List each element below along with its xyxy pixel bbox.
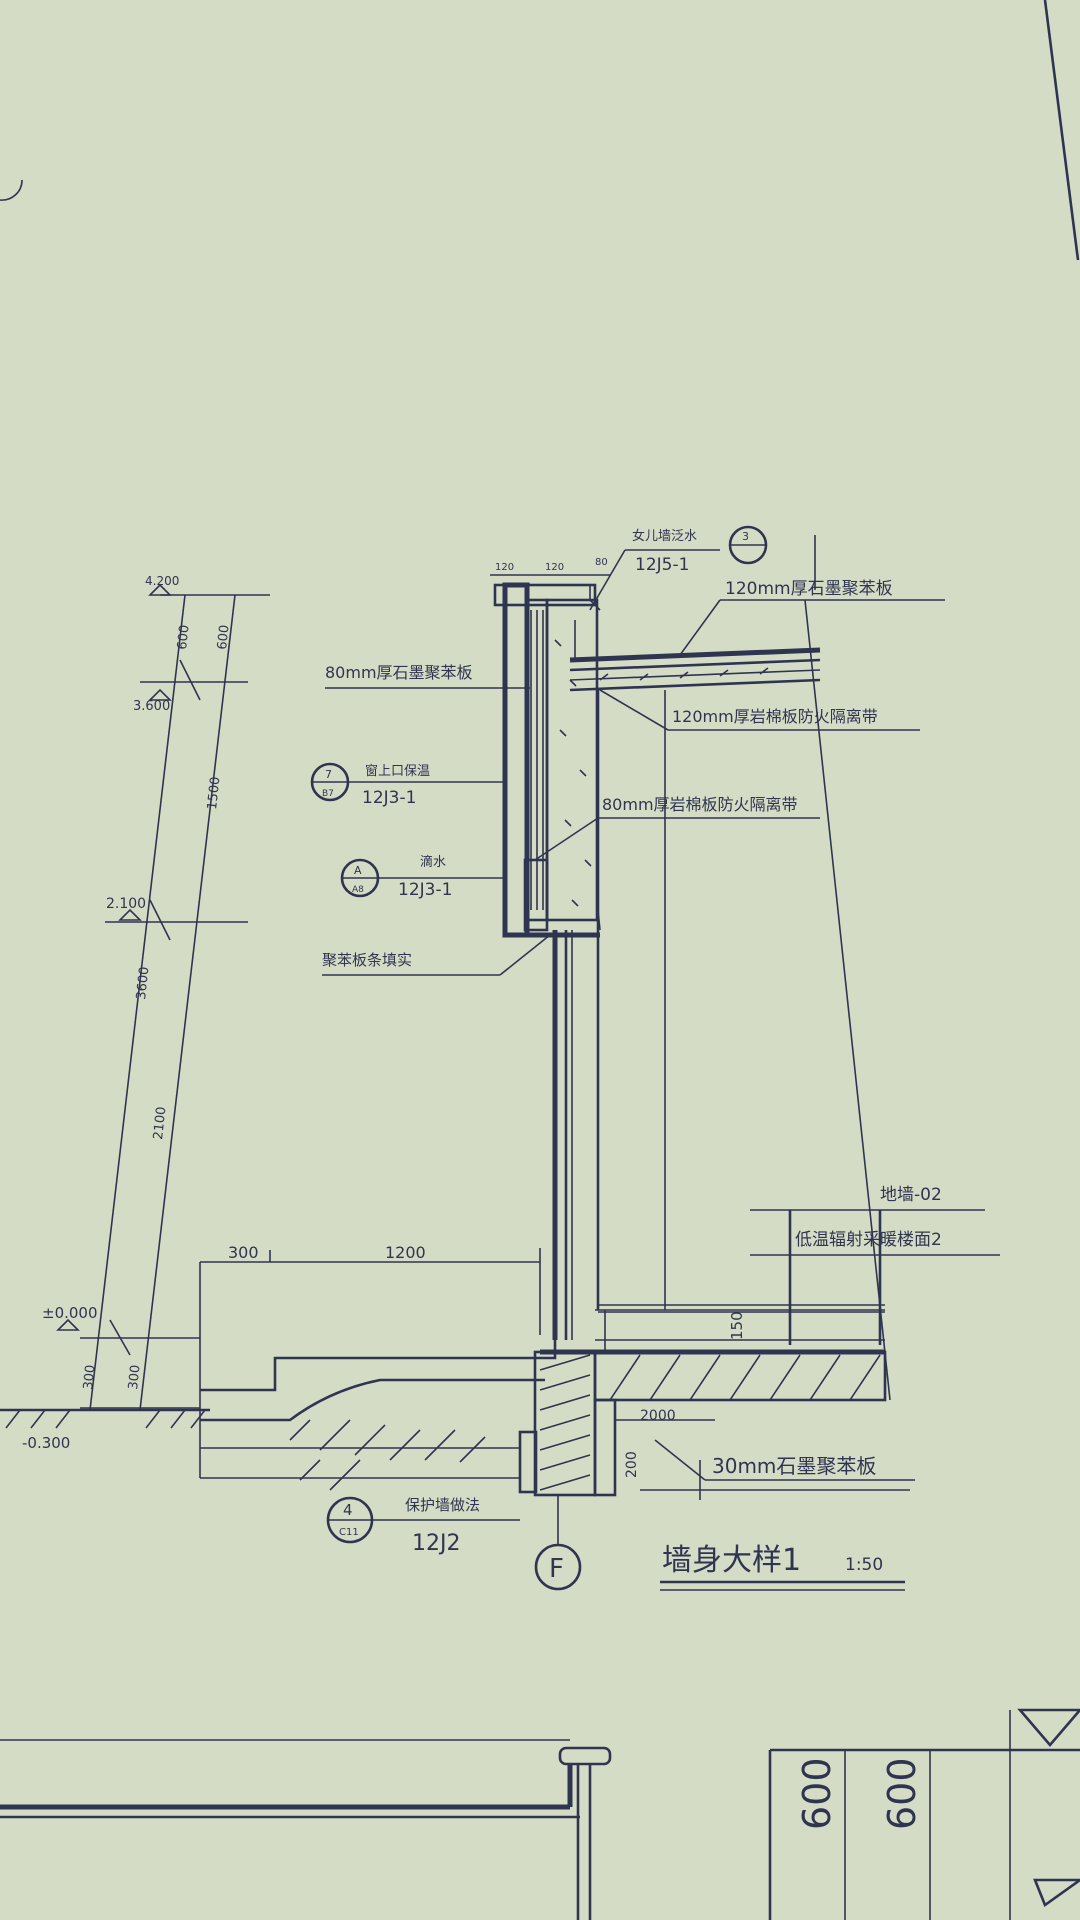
callout-window-head-note: 窗上口保温 — [365, 763, 430, 779]
vertical-dimension-labels: 600 600 1500 3600 2100 300 300 — [81, 624, 233, 1390]
elev-exterior: -0.300 — [22, 1434, 70, 1452]
callout-roof-board: 120mm厚石墨聚苯板 — [725, 579, 893, 599]
callout-fire-belt-80: 80mm厚岩棉板防火隔离带 — [602, 795, 798, 814]
callout-wall-board: 80mm厚石墨聚苯板 — [325, 663, 473, 682]
axis-label: F — [549, 1554, 564, 1584]
table-value-2: 600 — [880, 1757, 924, 1830]
callout-parapet-note: 女儿墙泛水 — [632, 528, 697, 544]
sheet-edge-arc — [0, 179, 23, 201]
index-drip-bottom: A8 — [352, 885, 364, 895]
index-protect-top: 4 — [343, 1501, 353, 1519]
elevation-dimension-chain — [80, 594, 270, 1411]
dim-top-c: 80 — [595, 557, 608, 568]
sheet-border-line — [1043, 0, 1080, 261]
callout-drip-ref: 12J3-1 — [398, 880, 452, 900]
callout-protect-note: 保护墙做法 — [405, 1496, 480, 1514]
table-value-1: 600 — [795, 1757, 839, 1830]
dim-1500: 1500 — [205, 776, 223, 810]
drawing-title: 墙身大样1 1:50 — [660, 1543, 905, 1591]
index-window-head-top: 7 — [325, 768, 332, 781]
bottom-right-table: 600 600 — [768, 1708, 1080, 1920]
dim-600-a: 600 — [175, 624, 193, 650]
dim-300-b: 300 — [126, 1364, 144, 1390]
foundation: 200 2000 150 — [518, 1309, 910, 1500]
dim-300-a: 300 — [81, 1364, 99, 1390]
callout-floor-note: 低温辐射采暖楼面2 — [795, 1230, 942, 1250]
dim-2000: 2000 — [640, 1408, 676, 1424]
dim-2100: 2100 — [151, 1106, 169, 1140]
index-parapet-top: 3 — [742, 530, 749, 543]
dim-150: 150 — [728, 1311, 746, 1340]
elev-ground: ±0.000 — [42, 1304, 98, 1322]
parapet-roof: 120 120 80 — [490, 557, 821, 692]
callout-protect-ref: 12J2 — [412, 1531, 460, 1556]
elev-top: 4.200 — [145, 574, 179, 588]
elev-upper: 3.600 — [133, 699, 170, 714]
dim-600-b: 600 — [215, 624, 233, 650]
dim-200: 200 — [624, 1451, 640, 1478]
dim-top-a: 120 — [495, 562, 514, 573]
dim-1200: 1200 — [385, 1243, 426, 1262]
callout-wall-code: 地墙-02 — [880, 1185, 942, 1205]
axis-circle — [534, 1543, 582, 1591]
callout-foam-strip: 聚苯板条填实 — [322, 951, 412, 969]
callout-window-head-ref: 12J3-1 — [362, 788, 416, 808]
title-scale: 1:50 — [845, 1555, 883, 1575]
callout-parapet-ref: 12J5-1 — [635, 555, 689, 575]
upper-wall — [502, 582, 601, 938]
elev-window-head: 2.100 — [106, 896, 146, 912]
dim-3600: 3600 — [134, 966, 152, 1000]
index-window-head-bottom: B7 — [322, 789, 334, 799]
lower-plan-fragment — [0, 1739, 612, 1920]
dim-300-step: 300 — [228, 1243, 259, 1262]
elevation-markers: 4.200 3.600 2.100 ±0.000 -0.300 — [22, 574, 179, 1452]
callout-roof-fire-belt: 120mm厚岩棉板防火隔离带 — [672, 707, 878, 726]
dim-top-b: 120 — [545, 562, 564, 573]
index-protect-bottom: C11 — [339, 1527, 359, 1538]
entrance-steps: 300 1200 — [199, 1243, 557, 1491]
axis-marker: F — [534, 1495, 582, 1591]
callouts: 女儿墙泛水 12J5-1 3 120mm厚石墨聚苯板 80mm厚石墨聚苯板 12… — [310, 525, 1000, 1556]
index-drip-top: A — [354, 864, 362, 877]
callout-base-board: 30mm石墨聚苯板 — [712, 1454, 876, 1478]
callout-drip-note: 滴水 — [420, 854, 446, 870]
ground-line — [0, 1408, 210, 1429]
title-main: 墙身大样1 — [662, 1543, 801, 1578]
